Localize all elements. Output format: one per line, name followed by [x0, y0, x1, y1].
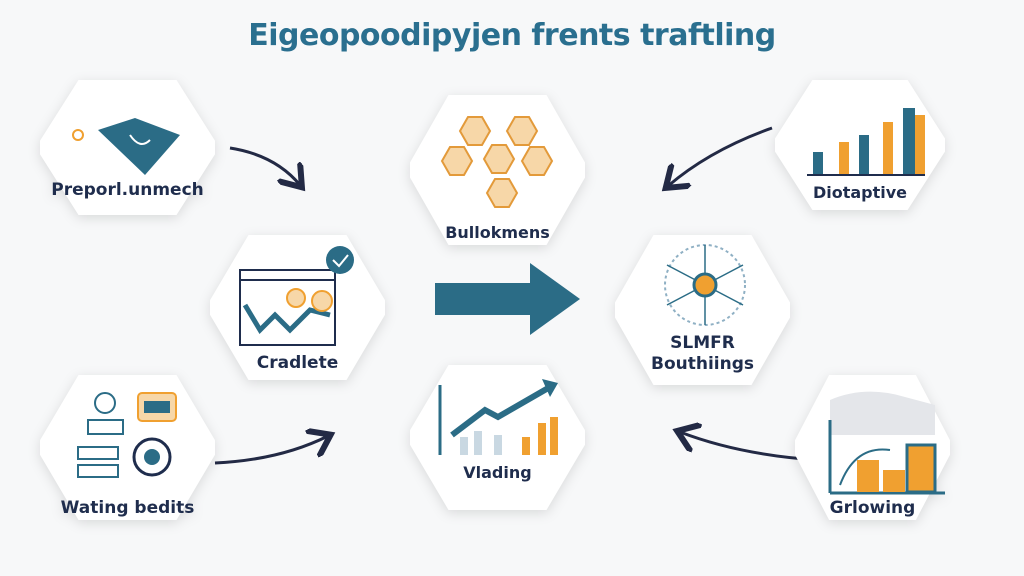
network-hub-icon — [664, 244, 746, 326]
main-arrow — [435, 263, 580, 335]
node-preporlunmech: Preporl.unmech — [40, 80, 215, 215]
node-vlading: Vlading — [410, 365, 585, 510]
node-label: Diotaptive — [812, 183, 908, 202]
diagram-title: Eigeopoodipyjen frents traftling — [248, 18, 776, 53]
growth-bars-icon — [828, 391, 945, 495]
node-label: Cradlete — [256, 353, 339, 373]
node-diotaptive: Diotaptive — [775, 80, 945, 210]
node-cradlete: Cradlete — [210, 235, 385, 380]
rising-chart-icon — [438, 379, 558, 455]
flowchart-icon — [77, 392, 177, 478]
node-label: Wating bedits — [60, 498, 195, 518]
node-label: Vlading — [463, 463, 532, 482]
diamond-shape-icon — [72, 118, 180, 175]
node-bullokmens: Bullokmens — [410, 95, 585, 245]
node-grlowing: Grlowing — [795, 375, 950, 520]
line-chart-window-icon — [239, 246, 354, 346]
arrow-3 — [214, 436, 328, 465]
node-label-line1: SLMFR — [670, 333, 735, 353]
node-label: Bullokmens — [445, 223, 550, 242]
node-label-line2: Bouthiings — [650, 354, 754, 374]
node-wating-bedits: Wating bedits — [40, 375, 215, 520]
arrow-1 — [229, 146, 300, 185]
bar-chart-icon — [807, 108, 925, 176]
honeycomb-icon — [440, 116, 554, 208]
node-label: Preporl.unmech — [51, 180, 204, 200]
node-label: Grlowing — [829, 498, 916, 518]
arrow-2 — [668, 126, 773, 186]
